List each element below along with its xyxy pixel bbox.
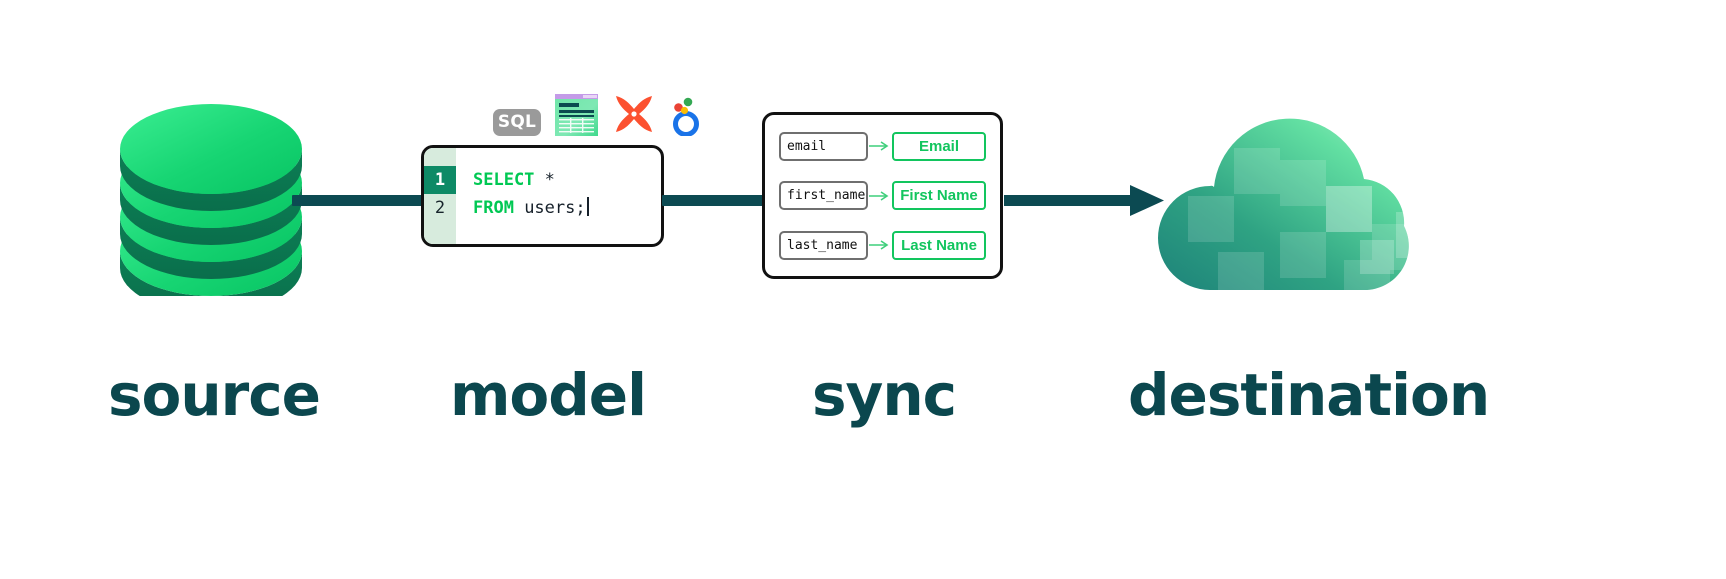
editor-code-area[interactable]: SELECT * FROM users; <box>456 148 661 244</box>
sql-keyword-from: FROM <box>473 198 514 218</box>
destination-field[interactable]: Last Name <box>892 230 986 260</box>
sql-keyword-select: SELECT <box>473 170 535 190</box>
editor-gutter: 1 2 <box>424 148 456 244</box>
google-sheets-icon <box>555 94 598 136</box>
mapping-arrow-icon <box>868 190 892 202</box>
model-tool-icons: SQL <box>493 92 704 136</box>
code-line-2: FROM users; <box>473 194 661 222</box>
arrow-sync-to-destination-icon <box>1004 180 1174 222</box>
caption-model: model <box>450 361 647 429</box>
mapping-arrow-icon <box>868 140 892 152</box>
sql-editor[interactable]: 1 2 SELECT * FROM users; <box>421 145 664 247</box>
database-cylinder-icon <box>118 104 304 296</box>
code-line-1: SELECT * <box>473 166 661 194</box>
cloud-icon <box>1148 100 1444 300</box>
line-number-2: 2 <box>434 198 446 218</box>
connector-model-to-sync <box>662 195 772 206</box>
destination-field[interactable]: First Name <box>892 181 986 210</box>
caption-sync: sync <box>812 361 957 429</box>
sync-field-mapping-panel: email Email first_name First Name last_n… <box>762 112 1003 279</box>
source-column-field[interactable]: first_name <box>779 181 868 210</box>
mapping-row: last_name Last Name <box>779 230 986 260</box>
x-mark-icon <box>612 94 656 136</box>
connector-source-to-model <box>292 195 432 206</box>
mapping-arrow-icon <box>868 239 892 251</box>
code-line-2-rest: users; <box>513 198 586 218</box>
line-number-1: 1 <box>424 166 456 194</box>
mapping-row: first_name First Name <box>779 181 986 211</box>
mapping-row: email Email <box>779 131 986 161</box>
source-column-field[interactable]: last_name <box>779 230 868 260</box>
source-column-field[interactable]: email <box>779 131 868 161</box>
caption-source: source <box>108 361 321 429</box>
caption-destination: destination <box>1128 361 1490 429</box>
looker-studio-icon <box>670 94 704 136</box>
text-cursor-icon <box>586 197 589 216</box>
sql-icon: SQL <box>493 109 541 136</box>
destination-field[interactable]: Email <box>892 131 986 161</box>
code-line-1-rest: * <box>534 170 555 190</box>
